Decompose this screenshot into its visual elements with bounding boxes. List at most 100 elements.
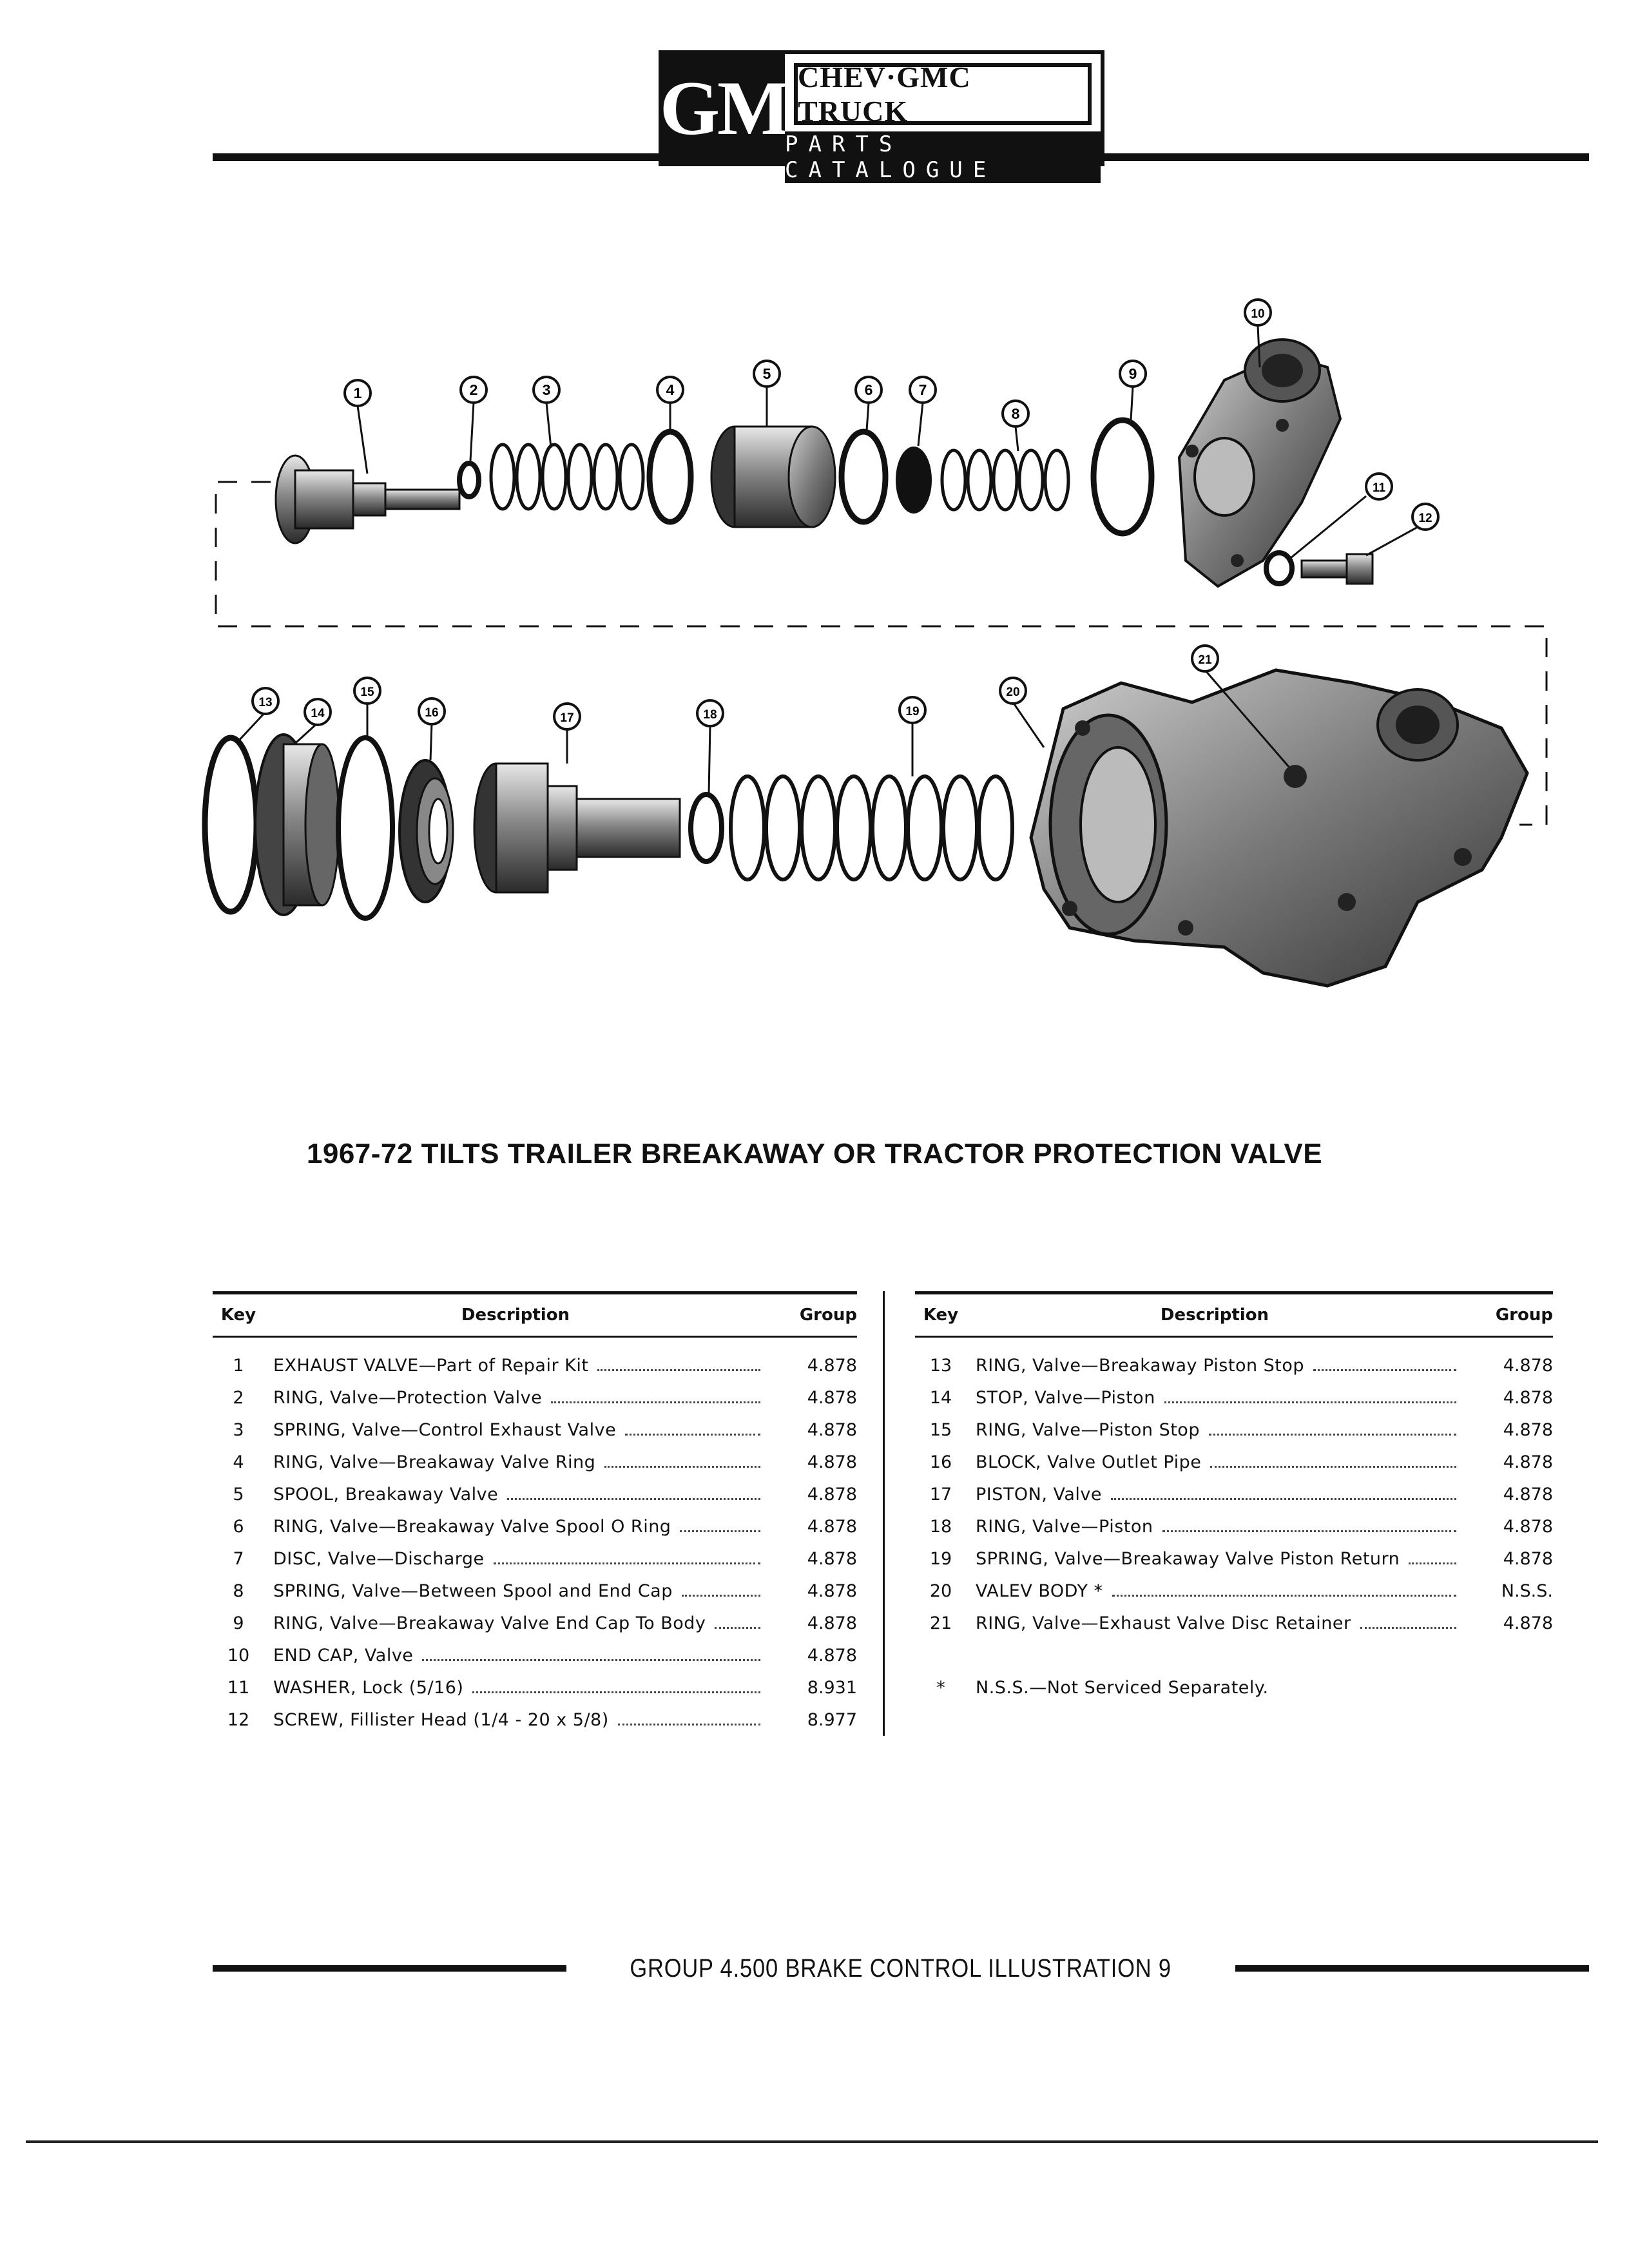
part-description: END CAP, Valve <box>264 1646 767 1666</box>
part-description-text: RING, Valve—Breakaway Valve Ring <box>273 1452 596 1472</box>
part-key: 20 <box>929 1581 952 1601</box>
callout-number: 18 <box>703 708 717 722</box>
callout-number: 16 <box>425 706 438 720</box>
part-description-text: END CAP, Valve <box>273 1645 414 1666</box>
callout-number: 9 <box>1129 365 1137 382</box>
part-group: 4.878 <box>807 1613 857 1633</box>
part-group: 4.878 <box>807 1516 857 1537</box>
leader-dots <box>1111 1497 1456 1500</box>
part-description-text: RING, Valve—Breakaway Piston Stop <box>976 1355 1305 1376</box>
callout-1: 1 <box>343 379 372 407</box>
part-description-text: RING, Valve—Breakaway Valve End Cap To B… <box>273 1613 706 1633</box>
part-key: 15 <box>929 1419 952 1440</box>
callout-19: 19 <box>898 696 927 724</box>
part-description-text: RING, Valve—Piston <box>976 1516 1153 1537</box>
part-key: 7 <box>233 1548 244 1569</box>
page-title: 1967-72 TILTS TRAILER BREAKAWAY OR TRACT… <box>306 1138 1323 1169</box>
part-description: STOP, Valve—Piston <box>967 1388 1463 1408</box>
callout-number: 11 <box>1373 481 1386 495</box>
callout-number: 13 <box>258 696 272 709</box>
part-key: 5 <box>233 1484 244 1504</box>
callout-12: 12 <box>1411 503 1440 531</box>
part-group: 4.878 <box>1503 1516 1553 1537</box>
part-group: 4.878 <box>1503 1387 1553 1408</box>
callout-4: 4 <box>656 376 684 404</box>
part-13-ring <box>202 735 260 915</box>
leader-dots <box>681 1594 760 1597</box>
part-group: N.S.S. <box>1501 1581 1553 1601</box>
callout-number: 4 <box>666 381 675 398</box>
callout-17: 17 <box>553 702 581 731</box>
footnote-text: N.S.S.—Not Serviced Separately. <box>976 1678 1269 1698</box>
part-description: SPRING, Valve—Between Spool and End Cap <box>264 1581 767 1601</box>
footnote: * N.S.S.—Not Serviced Separately. <box>915 1678 1553 1698</box>
part-20-valve-body <box>1029 668 1529 988</box>
part-2-ring <box>457 461 481 499</box>
table-header: Key Description Group <box>213 1294 857 1336</box>
callout-number: 6 <box>865 381 873 398</box>
callout-number: 15 <box>360 686 374 699</box>
page-bottom-rule <box>26 2140 1598 2143</box>
callout-21: 21 <box>1191 644 1219 673</box>
page-footer: GROUP 4.500 BRAKE CONTROL ILLUSTRATION 9 <box>213 1946 1589 1991</box>
leader-dots <box>1208 1433 1456 1436</box>
callout-8: 8 <box>1001 399 1030 428</box>
callout-number: 17 <box>560 711 574 725</box>
leader-dots <box>493 1562 760 1564</box>
leader-dots <box>507 1497 760 1500</box>
callout-number: 1 <box>354 385 362 401</box>
leader-dots <box>1360 1626 1456 1629</box>
logo-text-block: CHEV·GMC TRUCK PARTS CATALOGUE <box>785 54 1101 183</box>
part-description-text: SPRING, Valve—Breakaway Valve Piston Ret… <box>976 1548 1400 1569</box>
callout-13: 13 <box>251 687 280 715</box>
part-15-ring <box>336 735 395 921</box>
leader-dots <box>680 1530 760 1532</box>
part-group: 4.878 <box>1503 1452 1553 1472</box>
part-description-text: WASHER, Lock (5/16) <box>273 1677 464 1698</box>
footnote-mark: * <box>936 1678 945 1698</box>
table-header: Key Description Group <box>915 1294 1553 1336</box>
leader-dots <box>1313 1369 1456 1371</box>
gm-logo-mark: GM <box>660 54 790 162</box>
part-description: WASHER, Lock (5/16) <box>264 1678 767 1698</box>
leader-dots <box>551 1401 760 1403</box>
leader-dots <box>597 1369 760 1371</box>
part-group: 4.878 <box>807 1548 857 1569</box>
part-group: 4.878 <box>1503 1484 1553 1504</box>
part-key: 9 <box>233 1613 244 1633</box>
table-rule-top <box>213 1291 857 1294</box>
footer-rule-right <box>1235 1965 1589 1972</box>
part-description: RING, Valve—Protection Valve <box>264 1388 767 1408</box>
header-rule <box>213 153 1589 161</box>
part-group: 4.878 <box>807 1452 857 1472</box>
part-key: 14 <box>929 1387 952 1408</box>
footer-rule-left <box>213 1965 567 1972</box>
part-group: 4.878 <box>807 1581 857 1601</box>
callout-18: 18 <box>696 699 724 727</box>
part-group: 4.878 <box>807 1484 857 1504</box>
part-description-text: DISC, Valve—Discharge <box>273 1548 485 1569</box>
callout-leaders <box>237 325 1418 795</box>
part-group: 8.977 <box>807 1709 857 1730</box>
part-5-spool <box>710 425 836 528</box>
table-column-divider <box>883 1291 885 1736</box>
callout-number: 10 <box>1251 307 1264 321</box>
callout-14: 14 <box>304 698 332 726</box>
part-group: 4.878 <box>807 1419 857 1440</box>
part-17-piston <box>473 762 681 894</box>
part-16-block <box>398 759 454 903</box>
part-key: 10 <box>227 1645 250 1666</box>
